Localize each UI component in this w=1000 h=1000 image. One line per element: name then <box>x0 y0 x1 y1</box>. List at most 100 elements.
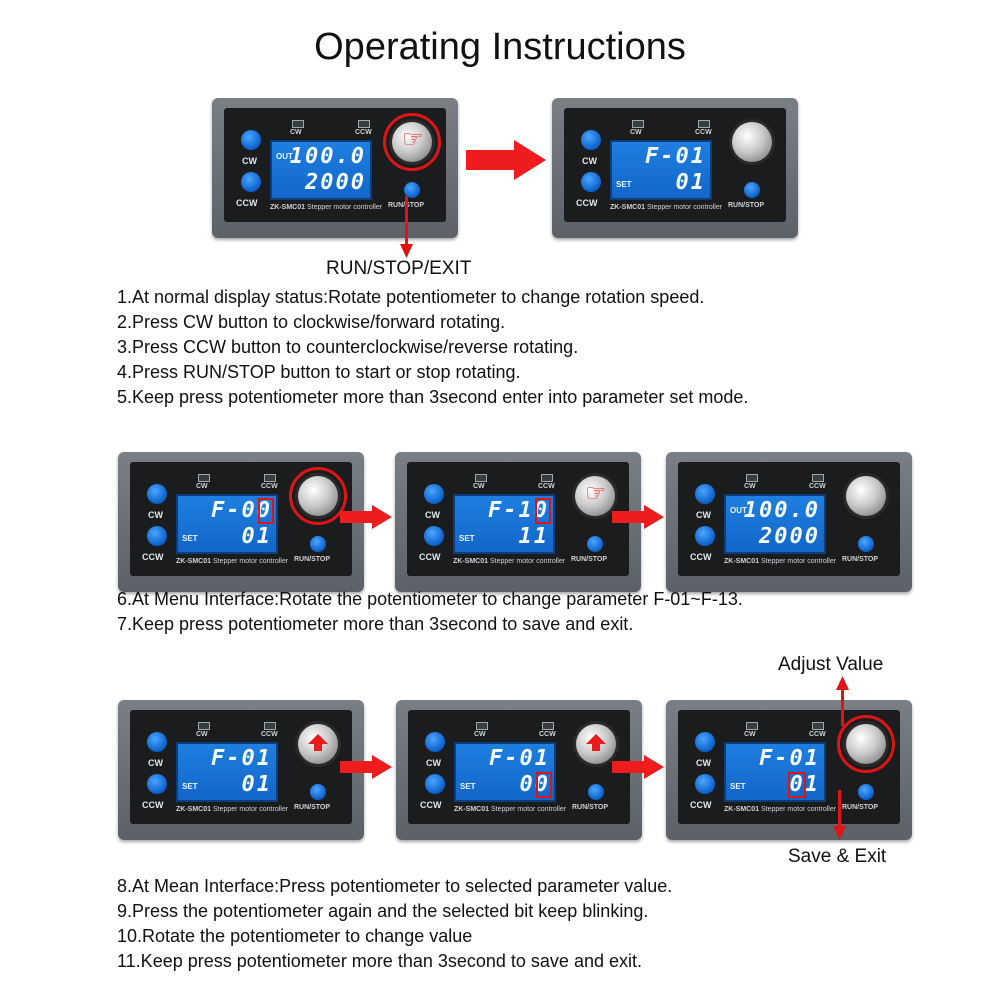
selected-digit-highlight <box>536 772 552 798</box>
cw-indicator-label: CW <box>473 483 485 490</box>
model-subtitle: Stepper motor controller <box>490 806 567 813</box>
knob-highlight-ring <box>289 467 347 525</box>
model-subtitle: Stepper motor controller <box>489 558 566 565</box>
ccw-button[interactable] <box>424 526 444 546</box>
ccw-indicator-led <box>541 474 553 482</box>
cw-button[interactable] <box>695 484 715 504</box>
lcd-mode-tag: SET <box>182 782 198 791</box>
run-stop-button[interactable] <box>858 784 874 800</box>
model-name: ZK-SMC01 <box>454 806 490 813</box>
ccw-indicator-label: CCW <box>809 731 826 738</box>
hand-pointer-icon: ☞ <box>585 480 607 507</box>
model-label: ZK-SMC01 Stepper motor controller <box>453 558 565 565</box>
flow-arrow-1 <box>466 140 546 180</box>
lcd-line-1: F-01 <box>211 746 272 771</box>
cw-button[interactable] <box>695 732 715 752</box>
cw-indicator-label: CW <box>290 129 302 136</box>
run-stop-button[interactable] <box>310 536 326 552</box>
lcd-line-2: 00 <box>519 772 550 797</box>
ccw-button-label: CCW <box>690 800 712 810</box>
step-5: 5.Keep press potentiometer more than 3se… <box>117 387 749 407</box>
run-stop-callout-arrow <box>400 196 413 258</box>
model-name: ZK-SMC01 <box>176 558 212 565</box>
run-stop-button[interactable] <box>404 182 420 198</box>
lcd-line-2: 2000 <box>305 170 366 195</box>
ccw-indicator-label: CCW <box>261 731 278 738</box>
run-stop-label: RUN/STOP <box>842 804 879 811</box>
adjust-value-callout-arrow <box>836 676 849 726</box>
cw-button[interactable] <box>147 484 167 504</box>
run-stop-button[interactable] <box>858 536 874 552</box>
lcd-line-1: F-00 <box>211 498 272 523</box>
model-label: ZK-SMC01 Stepper motor controller <box>724 806 836 813</box>
ccw-indicator-label: CCW <box>695 129 712 136</box>
flow-arrow-4 <box>340 755 392 779</box>
run-stop-button[interactable] <box>310 784 326 800</box>
cw-button[interactable] <box>147 732 167 752</box>
ccw-indicator-led <box>264 474 276 482</box>
step-9: 9.Press the potentiometer again and the … <box>117 901 649 921</box>
up-arrow-stem <box>314 744 322 751</box>
ccw-indicator-led <box>264 722 276 730</box>
knob-highlight-ring <box>837 715 895 773</box>
cw-button-label: CW <box>148 758 163 768</box>
ccw-button-label: CCW <box>690 552 712 562</box>
ccw-button[interactable] <box>581 172 601 192</box>
knob-highlight-ring <box>383 113 441 171</box>
ccw-indicator-label: CCW <box>355 129 372 136</box>
model-name: ZK-SMC01 <box>610 204 646 211</box>
run-stop-button[interactable] <box>744 182 760 198</box>
cw-button[interactable] <box>425 732 445 752</box>
up-arrow-stem <box>592 744 600 751</box>
cw-indicator-led <box>632 120 644 128</box>
potentiometer-knob[interactable] <box>732 122 772 162</box>
ccw-indicator-led <box>698 120 710 128</box>
ccw-indicator-label: CCW <box>539 731 556 738</box>
run-stop-label: RUN/STOP <box>571 556 608 563</box>
run-stop-exit-label: RUN/STOP/EXIT <box>326 258 472 279</box>
flow-arrow-5 <box>612 755 664 779</box>
step-2: 2.Press CW button to clockwise/forward r… <box>117 312 506 332</box>
ccw-button[interactable] <box>147 526 167 546</box>
run-stop-button[interactable] <box>588 784 604 800</box>
cw-indicator-led <box>746 474 758 482</box>
lcd-line-1: F-01 <box>645 144 706 169</box>
cw-indicator-led <box>292 120 304 128</box>
lcd-mode-tag: SET <box>730 782 746 791</box>
lcd-line-2: 11 <box>518 524 549 549</box>
ccw-button-label: CCW <box>142 800 164 810</box>
run-stop-button[interactable] <box>587 536 603 552</box>
ccw-button[interactable] <box>425 774 445 794</box>
cw-indicator-led <box>746 722 758 730</box>
ccw-button-label: CCW <box>142 552 164 562</box>
ccw-indicator-led <box>358 120 370 128</box>
hand-pointer-icon: ☞ <box>402 126 424 153</box>
cw-button[interactable] <box>581 130 601 150</box>
model-label: ZK-SMC01 Stepper motor controller <box>176 806 288 813</box>
model-subtitle: Stepper motor controller <box>212 806 289 813</box>
ccw-button[interactable] <box>695 526 715 546</box>
ccw-button[interactable] <box>147 774 167 794</box>
ccw-button[interactable] <box>695 774 715 794</box>
model-subtitle: Stepper motor controller <box>646 204 723 211</box>
potentiometer-knob[interactable] <box>575 476 615 516</box>
cw-button[interactable] <box>424 484 444 504</box>
step-4: 4.Press RUN/STOP button to start or stop… <box>117 362 521 382</box>
run-stop-label: RUN/STOP <box>294 556 331 563</box>
lcd-line-2: 01 <box>675 170 706 195</box>
ccw-button[interactable] <box>241 172 261 192</box>
cw-indicator-label: CW <box>474 731 486 738</box>
potentiometer-knob[interactable] <box>846 476 886 516</box>
run-stop-label: RUN/STOP <box>728 202 765 209</box>
cw-button[interactable] <box>241 130 261 150</box>
ccw-indicator-label: CCW <box>809 483 826 490</box>
model-name: ZK-SMC01 <box>176 806 212 813</box>
